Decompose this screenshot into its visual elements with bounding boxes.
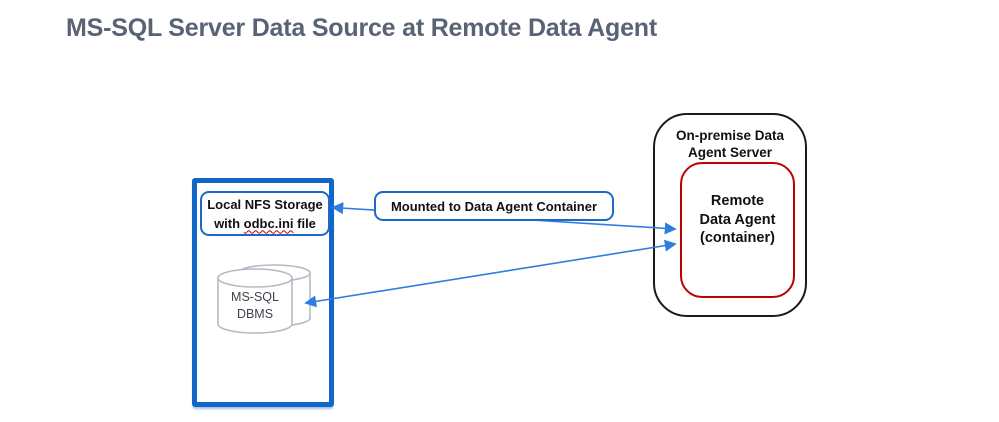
arrow-dbms-to-agent	[304, 239, 677, 308]
nfs-label-line2-prefix: with	[214, 215, 244, 231]
remote-agent-label-line1: Remote	[710, 193, 765, 209]
nfs-label-line1: Local NFS Storage	[207, 196, 323, 212]
mounted-callout-text: Mounted to Data Agent Container	[390, 198, 598, 214]
nfs-storage-label: Local NFS Storage with odbc.ini file	[200, 191, 330, 236]
mounted-callout-label: Mounted to Data Agent Container	[374, 191, 614, 221]
agent-server-label-line1: On-premise Data	[675, 128, 785, 143]
nfs-label-line2-suffix: file	[293, 215, 316, 231]
page-title: MS-SQL Server Data Source at Remote Data…	[66, 14, 657, 42]
remote-agent-label-line2: Data Agent	[699, 211, 776, 228]
odbc-ini-word: odbc.ini	[243, 215, 294, 231]
remote-agent-label-line3: (container)	[700, 230, 775, 246]
agent-server-label-line2: Agent Server	[687, 145, 773, 160]
remote-data-agent-box: Remote Data Agent (container)	[680, 162, 795, 298]
nfs-label-line2: with odbc.ini file	[214, 214, 316, 233]
